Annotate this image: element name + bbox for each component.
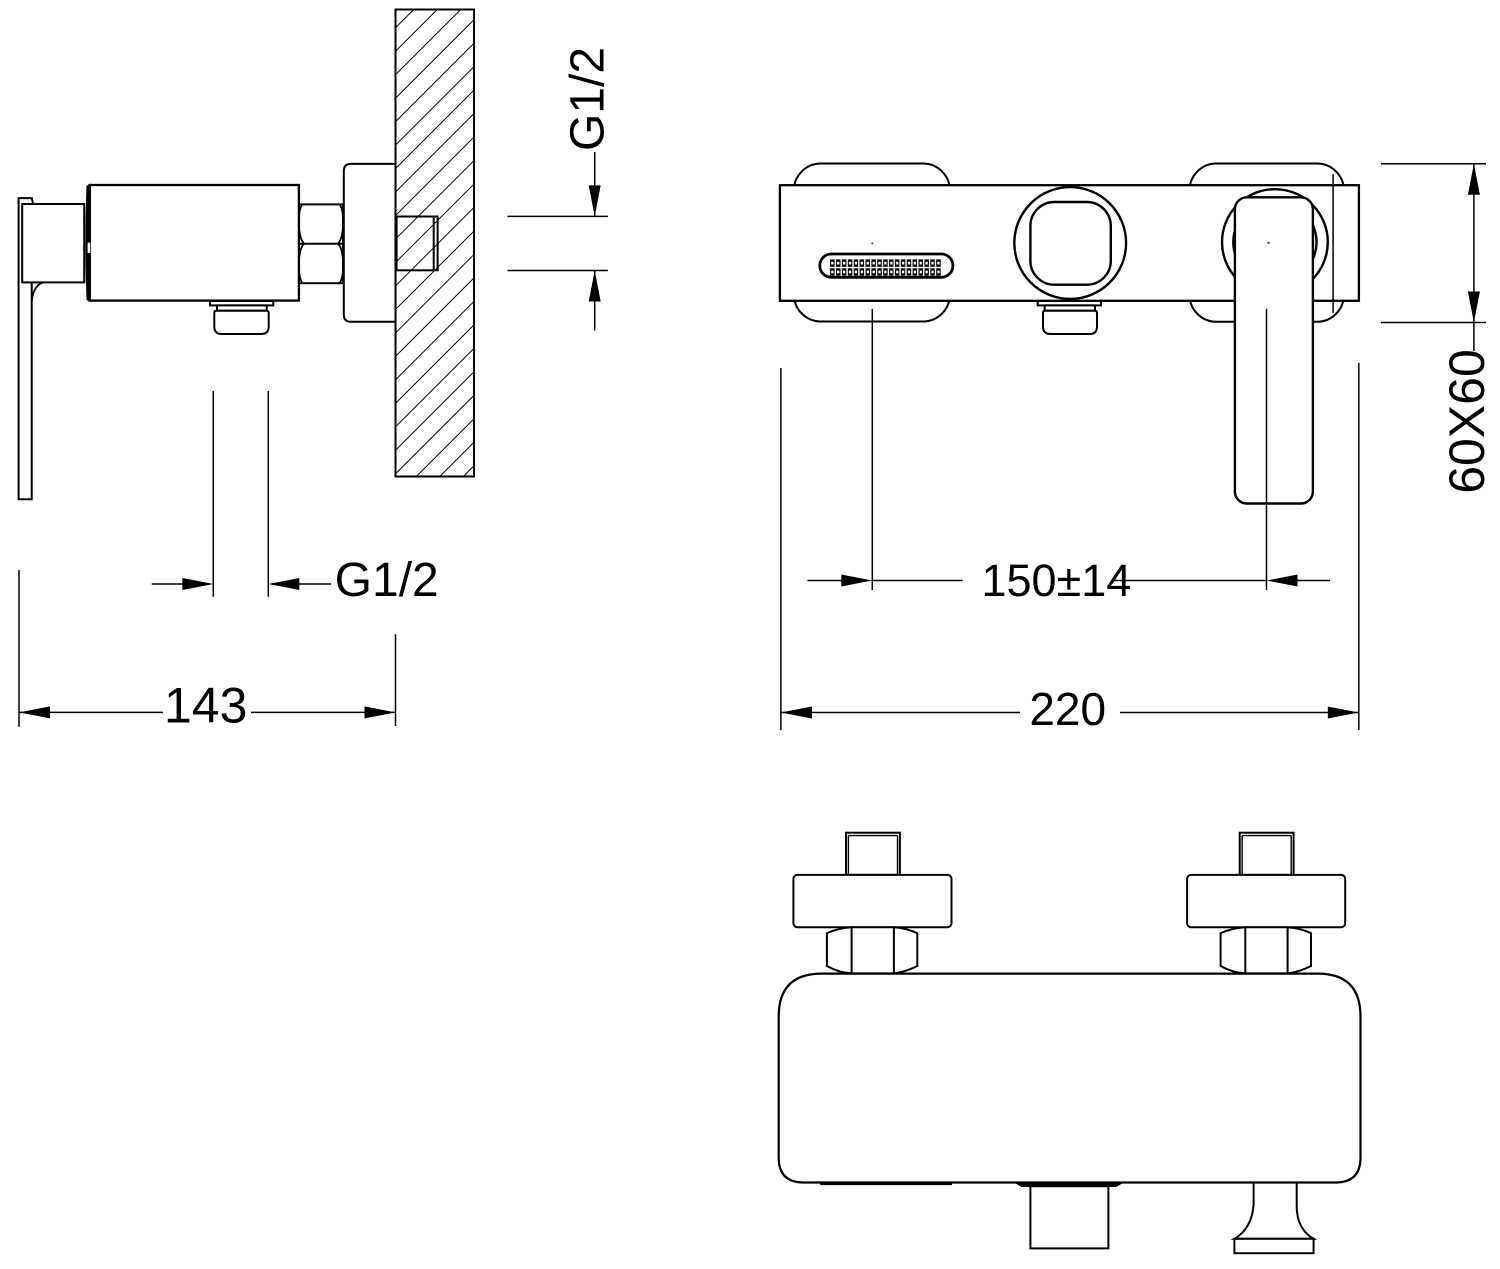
svg-text:60X60: 60X60 [1439,349,1495,494]
svg-text:143: 143 [164,678,247,734]
svg-text:220: 220 [1029,683,1106,735]
svg-text:G1/2: G1/2 [335,554,439,607]
svg-text:G1/2: G1/2 [562,47,615,151]
svg-text:150±14: 150±14 [981,555,1131,606]
